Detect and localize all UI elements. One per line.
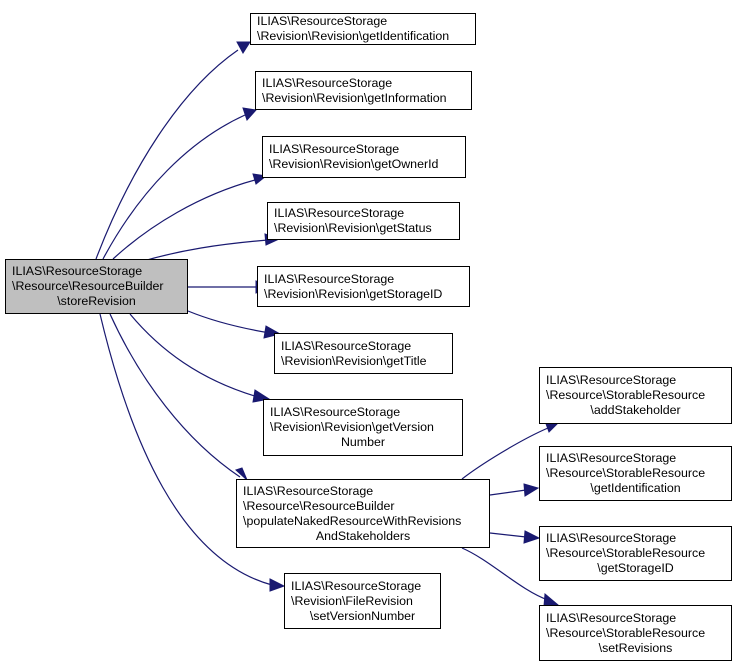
function-node[interactable]: ILIAS\ResourceStorage\Resource\StorableR…: [539, 526, 732, 581]
function-node[interactable]: ILIAS\ResourceStorage\Resource\ResourceB…: [236, 479, 490, 548]
edge-root-n4: [139, 233, 281, 263]
node-label-line: \storeRevision: [57, 294, 136, 308]
arrowhead-icon: [236, 41, 251, 54]
node-label-line: \Resource\StorableResource: [546, 466, 706, 480]
root-function-node[interactable]: ILIAS\ResourceStorage\Resource\ResourceB…: [5, 259, 188, 314]
edge-line: [139, 239, 269, 263]
edge-line: [461, 547, 549, 601]
node-label-line: \Revision\Revision\getVersion: [270, 420, 434, 434]
function-node[interactable]: ILIAS\ResourceStorage\Revision\Revision\…: [263, 399, 463, 456]
node-label-line: \addStakeholder: [590, 403, 681, 417]
function-node[interactable]: ILIAS\ResourceStorage\Revision\Revision\…: [262, 136, 466, 178]
function-node[interactable]: ILIAS\ResourceStorage\Resource\StorableR…: [539, 446, 732, 501]
node-label-line: ILIAS\ResourceStorage: [281, 338, 412, 353]
node-label-line: ILIAS\ResourceStorage: [270, 405, 401, 419]
edge-line: [102, 114, 246, 260]
arrowhead-icon: [235, 467, 248, 481]
node-label-line: ILIAS\ResourceStorage: [546, 610, 677, 625]
node-label-line: ILIAS\ResourceStorage: [546, 451, 677, 465]
node-label-line: ILIAS\ResourceStorage: [291, 578, 422, 593]
node-label-line: AndStakeholders: [315, 528, 411, 543]
edge-line: [489, 532, 527, 538]
edge-line: [129, 313, 259, 398]
node-label-line: \setVersionNumber: [309, 608, 416, 623]
function-node[interactable]: ILIAS\ResourceStorage\Revision\FileRevis…: [284, 573, 441, 629]
edge-n8-n11: [489, 483, 540, 497]
edge-line: [99, 313, 273, 586]
edge-line: [187, 310, 271, 334]
arrowhead-icon: [269, 578, 286, 592]
node-label-line: \getStorageID: [597, 561, 674, 575]
function-node[interactable]: ILIAS\ResourceStorage\Revision\Revision\…: [257, 266, 470, 307]
node-label-line: ILIAS\ResourceStorage: [257, 14, 388, 28]
function-node[interactable]: ILIAS\ResourceStorage\Revision\Revision\…: [274, 333, 453, 374]
node-label-line: ILIAS\ResourceStorage: [262, 75, 393, 90]
function-node[interactable]: ILIAS\ResourceStorage\Revision\Revision\…: [255, 71, 472, 110]
node-label-line: \Revision\FileRevision: [291, 593, 413, 608]
function-node[interactable]: ILIAS\ResourceStorage\Resource\StorableR…: [539, 367, 732, 424]
edge-line: [489, 489, 527, 496]
node-label-line: \Resource\StorableResource: [546, 388, 706, 402]
node-label-line: \Revision\Revision\getStatus: [274, 221, 432, 235]
node-label-line: \getIdentification: [590, 481, 681, 495]
node-label-line: \populateNakedResourceWithRevisions: [243, 513, 462, 528]
node-label-line: ILIAS\ResourceStorage: [546, 531, 677, 545]
edge-root-n1: [95, 41, 251, 260]
arrowhead-icon: [523, 483, 540, 497]
node-label-line: ILIAS\ResourceStorage: [269, 142, 400, 156]
node-label-line: ILIAS\ResourceStorage: [12, 264, 143, 278]
node-label-line: \Revision\Revision\getIdentification: [257, 29, 450, 43]
node-label-line: \Revision\Revision\getInformation: [262, 90, 447, 105]
edge-root-n6: [187, 310, 282, 339]
edge-root-n9: [99, 313, 286, 592]
node-label-line: \setRevisions: [598, 640, 673, 655]
node-label-line: Number: [340, 435, 386, 449]
edge-line: [112, 179, 256, 260]
edge-n8-n12: [489, 530, 541, 544]
node-label-line: \Resource\StorableResource: [546, 546, 706, 560]
arrowhead-icon: [242, 107, 257, 121]
edge-line: [95, 49, 239, 260]
function-node[interactable]: ILIAS\ResourceStorage\Revision\Revision\…: [250, 13, 476, 45]
function-node[interactable]: ILIAS\ResourceStorage\Resource\StorableR…: [539, 605, 732, 661]
node-label-line: \Revision\Revision\getOwnerId: [269, 157, 439, 171]
node-label-line: \Revision\Revision\getTitle: [281, 353, 427, 368]
node-label-line: \Resource\ResourceBuilder: [12, 279, 164, 293]
node-label-line: \Revision\Revision\getStorageID: [264, 286, 443, 301]
edge-line: [461, 427, 549, 480]
edge-root-n2: [102, 107, 257, 260]
node-label-line: ILIAS\ResourceStorage: [274, 206, 405, 220]
node-label-line: ILIAS\ResourceStorage: [546, 373, 677, 387]
node-label-line: ILIAS\ResourceStorage: [243, 483, 374, 498]
function-node[interactable]: ILIAS\ResourceStorage\Revision\Revision\…: [267, 202, 460, 240]
node-label-line: \Resource\ResourceBuilder: [243, 498, 395, 513]
node-label-line: ILIAS\ResourceStorage: [264, 271, 395, 286]
edge-root-n3: [112, 173, 268, 260]
arrowhead-icon: [523, 530, 541, 544]
edge-root-n8: [109, 313, 248, 481]
edge-line: [109, 313, 241, 478]
edge-root-n7: [129, 313, 271, 403]
node-label-line: \Resource\StorableResource: [546, 625, 706, 640]
